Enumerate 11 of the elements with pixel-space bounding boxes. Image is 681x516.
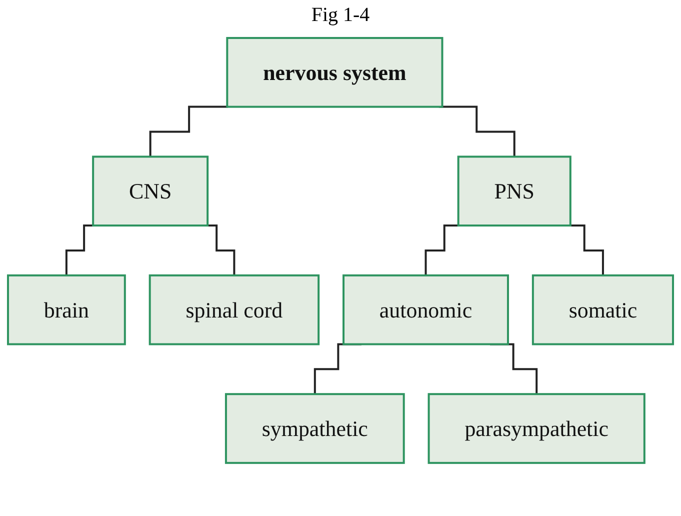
node-box: nervous system [226, 36, 444, 108]
figure-title: Fig 1-4 [310, 4, 371, 28]
node-box: somatic [532, 274, 674, 346]
node-box: parasympathetic [428, 393, 646, 464]
node-box: autonomic [342, 274, 509, 346]
connector [149, 106, 228, 158]
node-box: brain [7, 274, 126, 346]
node-box: PNS [457, 156, 572, 227]
node-box: sympathetic [224, 393, 405, 464]
node-box: spinal cord [148, 274, 320, 346]
node-box: CNS [92, 156, 209, 227]
